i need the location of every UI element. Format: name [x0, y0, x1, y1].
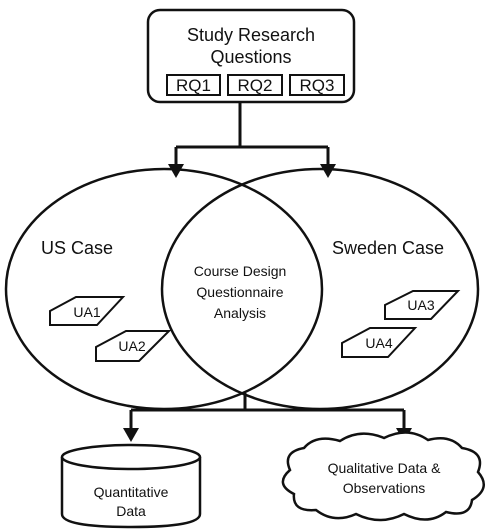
left-branch-arrowhead — [168, 164, 184, 178]
ua1-label: UA1 — [73, 304, 100, 320]
ua4-diamond: UA4 — [341, 327, 418, 358]
ua4-label: UA4 — [365, 335, 392, 351]
quantitative-branch-arrowhead — [123, 428, 139, 442]
qualitative-data-line2: Observations — [343, 480, 425, 496]
quantitative-data-line2: Data — [116, 503, 146, 519]
research-questions-title-line2: Questions — [210, 47, 291, 67]
rq1-box: RQ1 — [166, 74, 221, 96]
rq1-label: RQ1 — [176, 76, 211, 95]
rq1-frame — [166, 74, 221, 96]
research-questions-box: Study Research Questions RQ1 RQ2 RQ3 — [146, 8, 356, 104]
sweden-case-title: Sweden Case — [332, 238, 444, 258]
rq2-box: RQ2 — [227, 74, 283, 96]
ua1-shape — [49, 296, 126, 326]
overlap-line3: Analysis — [214, 305, 266, 321]
cloud-outline — [281, 431, 485, 522]
rq3-label: RQ3 — [300, 76, 335, 95]
rq2-frame — [227, 74, 283, 96]
ua3-label: UA3 — [407, 297, 434, 313]
right-branch-arrowhead — [320, 164, 336, 178]
overlap-label: Course Design Questionnaire Analysis — [194, 263, 287, 321]
cylinder-top — [60, 443, 202, 471]
ua2-diamond: UA2 — [95, 330, 172, 362]
ua1-diamond: UA1 — [49, 296, 126, 326]
rq2-label: RQ2 — [238, 76, 273, 95]
us-case-title: US Case — [41, 238, 113, 258]
ua3-diamond: UA3 — [384, 290, 461, 320]
top-split-connector — [168, 102, 336, 178]
ua2-shape — [95, 330, 172, 362]
rq3-box: RQ3 — [289, 74, 345, 96]
quantitative-data-line1: Quantitative — [94, 484, 169, 500]
qualitative-data-line1: Qualitative Data & — [328, 460, 441, 476]
overlap-line1: Course Design — [194, 263, 287, 279]
ua4-shape — [341, 327, 418, 358]
qualitative-data-cloud: Qualitative Data & Observations — [281, 431, 485, 522]
quantitative-data-store: Quantitative Data — [60, 443, 202, 529]
overlap-line2: Questionnaire — [196, 284, 283, 300]
cylinder-body — [60, 457, 202, 529]
ua2-label: UA2 — [118, 338, 145, 354]
ua3-shape — [384, 290, 461, 320]
research-questions-title-line1: Study Research — [187, 25, 315, 45]
rq3-frame — [289, 74, 345, 96]
